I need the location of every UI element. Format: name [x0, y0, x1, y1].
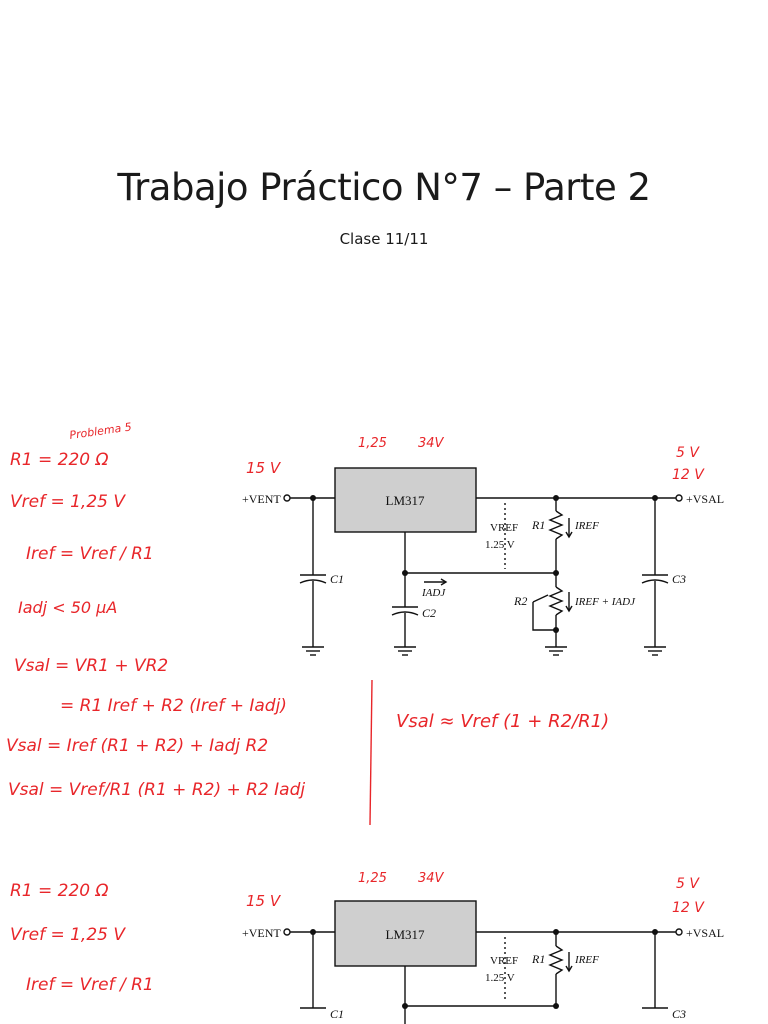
c1-label-2: C1: [330, 1007, 344, 1021]
iref-iadj-label: IREF + IADJ: [574, 596, 636, 608]
vout-12: 12 V: [672, 467, 705, 483]
chip-label-2: LM317: [386, 927, 426, 942]
r1-label-2: R1: [531, 952, 545, 966]
r1-value-2: R1 = 220 Ω: [10, 881, 109, 901]
iref-label: IREF: [574, 520, 599, 532]
iadj-value: Iadj < 50 μA: [18, 598, 117, 617]
c2-label: C2: [422, 606, 436, 620]
vsal-eq3: Vsal = Iref (R1 + R2) + Iadj R2: [6, 736, 268, 756]
vin-label: +VENT: [242, 492, 281, 506]
circuit-diagram-2: 1,25 34V 15 V 5 V 12 V LM317: [10, 871, 724, 1024]
vsal-approx: Vsal ≈ Vref (1 + R2/R1): [396, 711, 609, 732]
r2-label: R2: [513, 594, 527, 608]
slide-title: Trabajo Práctico N°7 – Parte 2: [117, 166, 651, 209]
vref-value-hw: Vref = 1,25 V: [10, 492, 126, 512]
circuit-diagram-1: 1,25 34V 15 V 5 V 12 V: [6, 420, 724, 826]
vout-12-2: 12 V: [672, 900, 705, 916]
lm317-chip: [334, 467, 477, 533]
notes-page-2: 1,25 34V 15 V 5 V 12 V LM317: [0, 860, 768, 1024]
r1-value: R1 = 220 Ω: [10, 450, 109, 470]
problema-label: Problema 5: [69, 420, 133, 442]
vref-label: VREF: [490, 522, 518, 534]
vin-hw-2: 15 V: [246, 892, 282, 910]
range-high-2: 34V: [418, 871, 445, 886]
c3-label: C3: [672, 572, 686, 586]
circuit-junctions: [310, 495, 658, 633]
vref-value: 1.25 V: [485, 539, 515, 551]
slide-subtitle: Clase 11/11: [339, 230, 429, 248]
vin-hw: 15 V: [246, 459, 282, 477]
notes-page-1: 1,25 34V 15 V 5 V 12 V: [0, 415, 768, 845]
vref-label-2: VREF: [490, 955, 518, 967]
iref-label-2: IREF: [574, 954, 599, 966]
vin-label-2: +VENT: [242, 926, 281, 940]
vref-value-2: 1.25 V: [485, 972, 515, 984]
vsal-eq2: = R1 Iref + R2 (Iref + Iadj): [60, 696, 287, 716]
iref-equation: Iref = Vref / R1: [26, 544, 154, 564]
vout-label-2: +VSAL: [686, 926, 724, 940]
iref-equation-2: Iref = Vref / R1: [26, 975, 154, 995]
vout-label: +VSAL: [686, 492, 724, 506]
r1-label: R1: [531, 518, 545, 532]
range-low-2: 1,25: [358, 871, 387, 886]
vout-5-2: 5 V: [676, 876, 700, 892]
range-low: 1,25: [358, 436, 387, 451]
divider-line: [369, 679, 373, 826]
iadj-label: IADJ: [421, 587, 446, 599]
chip-label: LM317: [386, 493, 426, 508]
title-slide: Trabajo Práctico N°7 – Parte 2 Clase 11/…: [0, 0, 768, 390]
vsal-eq1: Vsal = VR1 + VR2: [14, 656, 168, 676]
circuit-junctions-2: [310, 929, 658, 1009]
circuit-wires: [283, 494, 683, 656]
range-high: 34V: [418, 436, 445, 451]
c1-label: C1: [330, 572, 344, 586]
c3-label-2: C3: [672, 1007, 686, 1021]
vout-5: 5 V: [676, 445, 700, 461]
circuit-wires-2: [283, 928, 683, 1024]
lm317-chip-2: [334, 900, 477, 967]
vref-value-hw-2: Vref = 1,25 V: [10, 925, 126, 945]
vsal-eq4: Vsal = Vref/R1 (R1 + R2) + R2 Iadj: [8, 780, 305, 800]
